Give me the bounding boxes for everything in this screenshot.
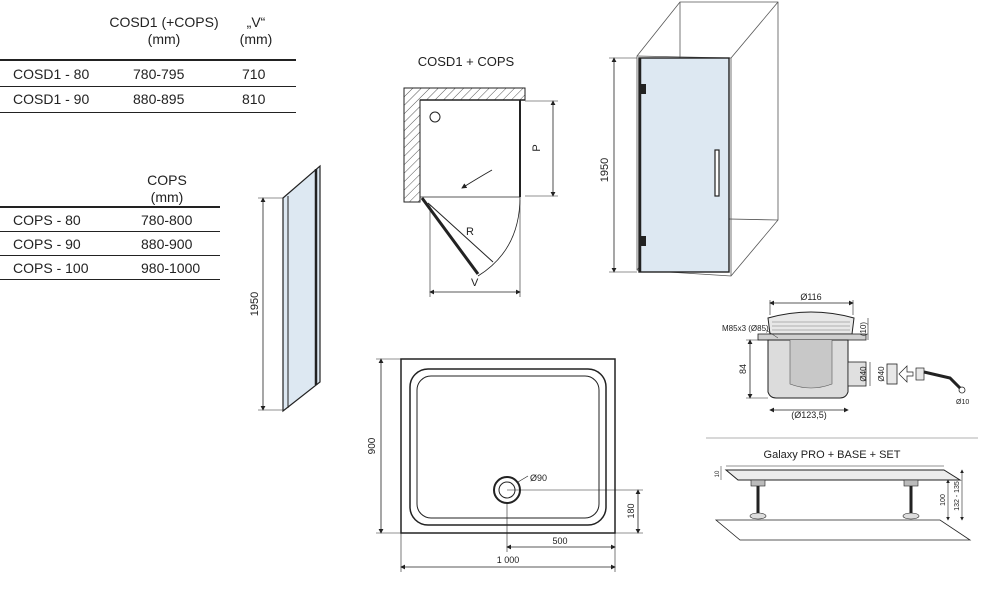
tray-outline xyxy=(400,358,616,534)
tray-side xyxy=(724,469,962,481)
cell-range: 780-800 xyxy=(141,212,193,228)
cell-model: COPS - 80 xyxy=(13,212,81,228)
waste-height-label: 84 xyxy=(738,364,748,374)
cops-panel-drawing: 1950 xyxy=(249,164,321,413)
plan-title: COSD1 + COPS xyxy=(418,54,515,69)
table-row: COPS - 80 780-800 xyxy=(0,208,220,231)
table-rule xyxy=(0,59,296,61)
header-cops: COPS (mm) xyxy=(112,172,222,206)
waste-trap-drawing: Ø116 M85x3 (Ø85) (10) 84 (Ø123,5) Ø40 Ø4… xyxy=(722,292,969,420)
waste-bottom-label: (Ø123,5) xyxy=(791,410,827,420)
table-rule xyxy=(0,206,220,208)
table-row: COSD1 - 90 880-895 810 xyxy=(0,87,296,110)
tray-height-label: 900 xyxy=(367,437,378,454)
waste-cap xyxy=(767,311,855,335)
pipe-adapter xyxy=(886,363,898,385)
header-range: COSD1 (+COPS) (mm) xyxy=(104,14,224,48)
p-label: P xyxy=(531,144,543,151)
drain-dia-label: Ø90 xyxy=(530,473,547,483)
cell-range: 780-795 xyxy=(133,66,185,82)
v-label: V xyxy=(471,277,479,289)
r-label: R xyxy=(466,226,474,238)
header-v-line2: (mm) xyxy=(239,31,273,47)
swing-arrow xyxy=(461,169,493,189)
legs-set-drawing: Galaxy PRO + BASE + SET 10 100 132 - 135 xyxy=(706,437,978,541)
table-row: COPS - 100 980-1000 xyxy=(0,256,220,279)
table-rule xyxy=(0,279,220,280)
cell-model: COPS - 90 xyxy=(13,236,81,252)
header-v: „V“ (mm) xyxy=(226,14,286,48)
cell-model: COSD1 - 90 xyxy=(13,91,90,107)
header-cops-line1: COPS xyxy=(147,172,187,188)
hinge-top xyxy=(640,84,646,94)
glass-panel xyxy=(282,164,321,413)
table-rule xyxy=(0,112,296,113)
header-range-line2: (mm) xyxy=(147,31,181,47)
table-rule xyxy=(0,86,296,87)
elevation-height-label: 1950 xyxy=(599,158,611,182)
swing-arc xyxy=(477,196,521,277)
header-v-line1: „V“ xyxy=(246,14,266,30)
legs-top-label: 10 xyxy=(715,470,721,477)
waste-top-label: Ø116 xyxy=(800,292,821,302)
door-plan-drawing: COSD1 + COPS P R V xyxy=(403,54,558,297)
cell-range: 980-1000 xyxy=(141,260,201,276)
cell-model: COSD1 - 80 xyxy=(13,66,90,82)
tray-basin-outer xyxy=(409,368,607,526)
cell-v: 810 xyxy=(242,91,266,107)
table-rule xyxy=(0,255,220,256)
door-handle xyxy=(714,149,720,197)
shower-tray-drawing: Ø90 900 180 500 1 000 xyxy=(367,358,643,572)
waste-outlet-label: Ø40 xyxy=(859,366,868,382)
drain-edge-label: 180 xyxy=(626,503,636,518)
drain-marker xyxy=(429,111,441,123)
table-rule xyxy=(0,231,220,232)
table-row: COPS - 90 880-900 xyxy=(0,232,220,255)
legs-title: Galaxy PRO + BASE + SET xyxy=(764,449,901,461)
pipe-dia-label: Ø40 xyxy=(877,366,886,382)
hinge-bottom xyxy=(640,236,646,246)
wall-hatch xyxy=(403,87,526,203)
header-cops-line2: (mm) xyxy=(150,189,184,205)
waste-thread-label: M85x3 (Ø85) xyxy=(722,324,769,333)
door-elevation-drawing: 1950 xyxy=(599,1,779,277)
header-range-line1: COSD1 (+COPS) xyxy=(109,14,219,30)
drain-offset-label: 500 xyxy=(552,536,567,546)
hose-dia-label: Ø10 xyxy=(956,399,969,406)
door-glass xyxy=(638,57,730,273)
flow-arrow-icon xyxy=(898,365,914,383)
cell-v: 710 xyxy=(242,66,266,82)
table-row: COSD1 - 80 780-795 710 xyxy=(0,62,296,85)
cell-range: 880-900 xyxy=(141,236,193,252)
panel-height-label: 1950 xyxy=(249,292,261,316)
waste-cap-label: (10) xyxy=(859,322,868,337)
legs-sub-label: 100 xyxy=(940,494,947,506)
waste-outlet xyxy=(847,361,867,387)
hose xyxy=(923,370,964,392)
legs-height-label: 132 - 135 xyxy=(954,481,961,511)
floor xyxy=(714,519,972,541)
cell-model: COPS - 100 xyxy=(13,260,89,276)
door-leaf xyxy=(420,197,480,275)
tray-width-label: 1 000 xyxy=(497,555,520,565)
cell-range: 880-895 xyxy=(133,91,185,107)
